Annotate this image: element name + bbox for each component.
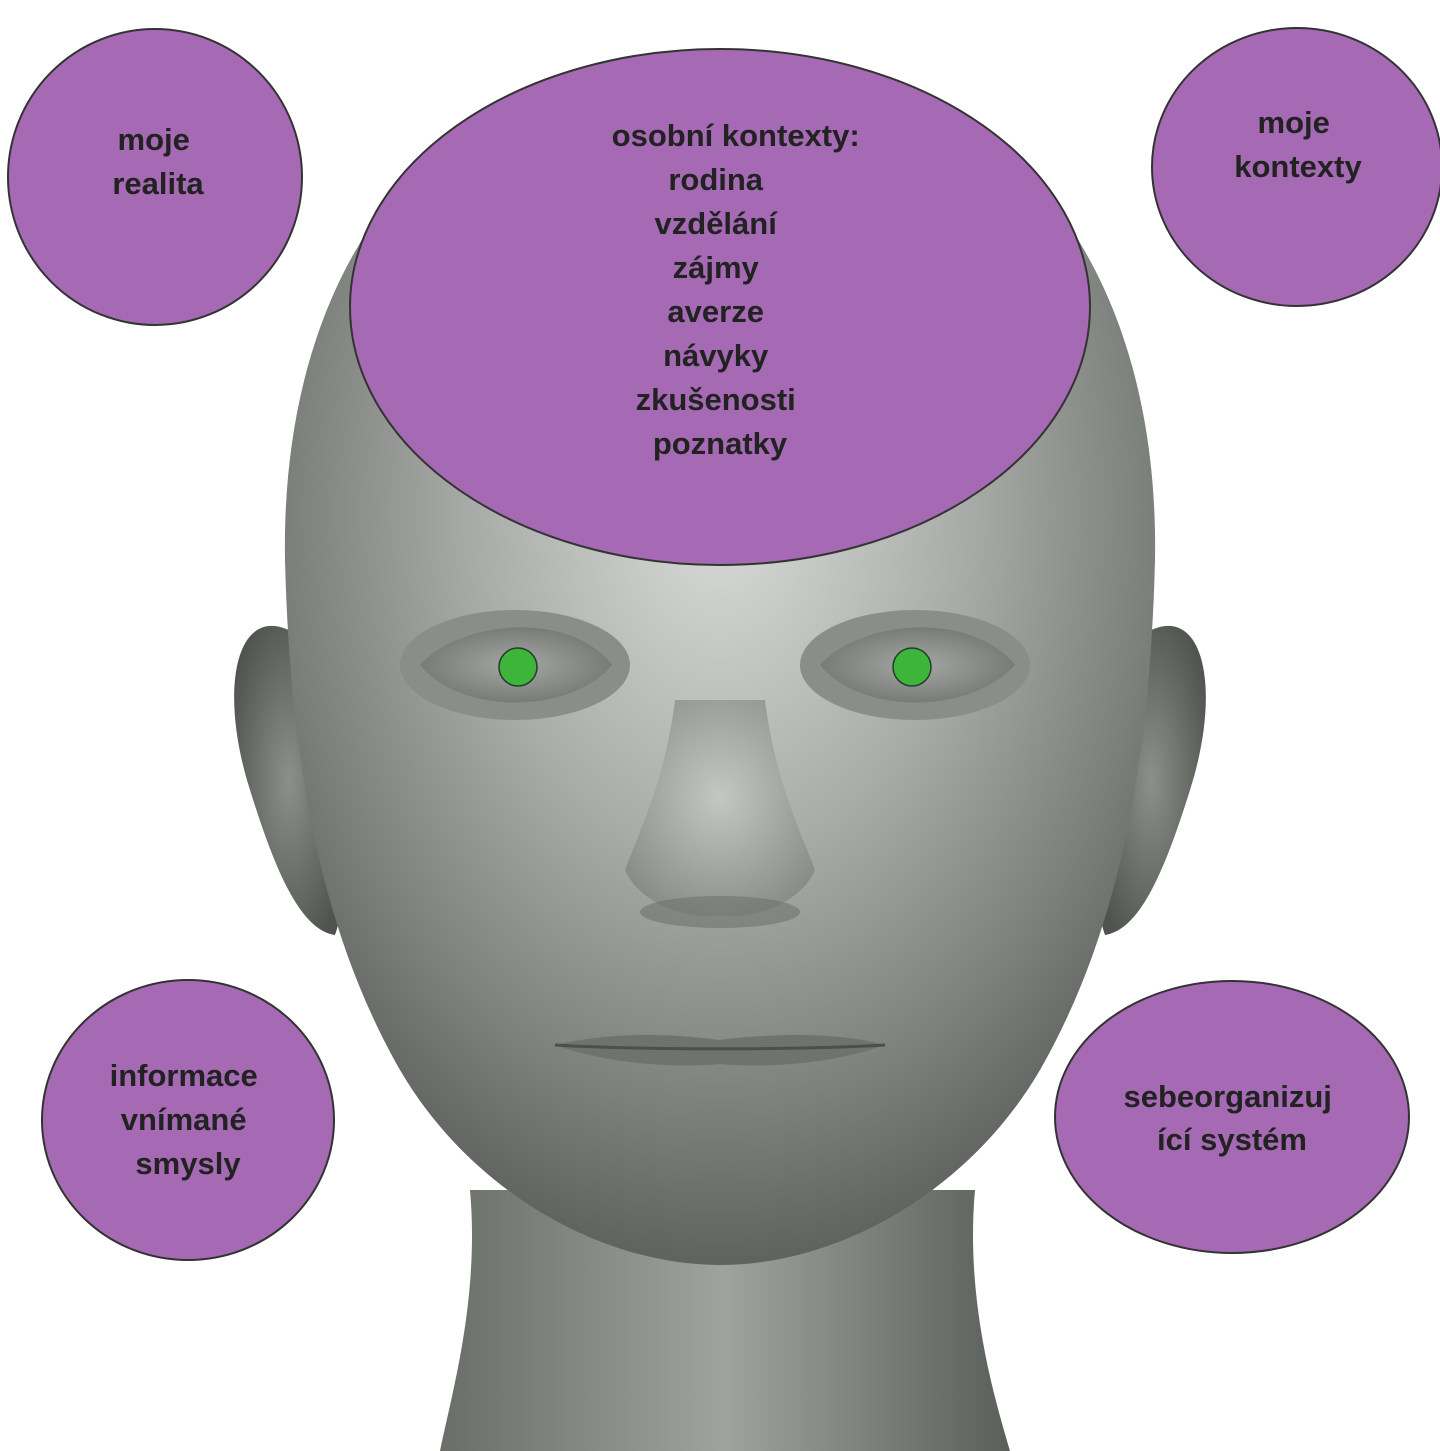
bubble-line: sebeorganizuj xyxy=(1123,1079,1331,1114)
bubble-line: vzdělání xyxy=(655,206,779,241)
bubble-line: moje xyxy=(118,122,190,157)
bubble-line: zkušenosti xyxy=(636,382,796,417)
bubble-line: realita xyxy=(112,166,204,201)
bubble-line: moje xyxy=(1258,105,1330,140)
bubble-line: ící systém xyxy=(1157,1122,1307,1157)
bubble-line: kontexty xyxy=(1234,149,1362,184)
bubble-personal-contexts: osobní kontexty: rodina vzdělání zájmy a… xyxy=(350,49,1090,565)
bubble-line: informace xyxy=(110,1058,258,1093)
left-pupil xyxy=(499,648,537,686)
right-pupil xyxy=(893,648,931,686)
bubble-my-contexts: moje kontexty xyxy=(1152,28,1440,306)
bubble-line: rodina xyxy=(668,162,763,197)
bubble-line: vnímané xyxy=(121,1102,247,1137)
bubble-line: smysly xyxy=(135,1146,241,1181)
nose-shadow xyxy=(640,896,800,928)
bubble-self-organizing-system: sebeorganizuj ící systém xyxy=(1055,981,1409,1253)
bubble-line: averze xyxy=(667,294,764,329)
bubble-line: poznatky xyxy=(653,426,788,461)
bubble-sensory-information: informace vnímané smysly xyxy=(42,980,334,1260)
bubble-my-reality: moje realita xyxy=(8,29,302,325)
bubble-line: návyky xyxy=(663,338,769,373)
bubble-line: zájmy xyxy=(673,250,760,285)
bubble-line: osobní kontexty: xyxy=(612,118,860,153)
